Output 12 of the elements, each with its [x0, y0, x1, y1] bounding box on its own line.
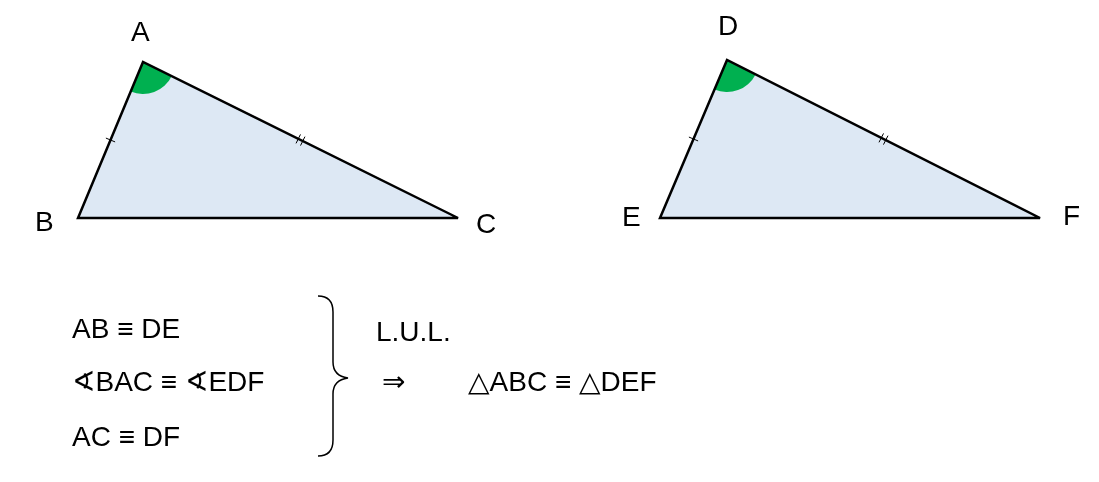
criterion-label: L.U.L.: [376, 318, 451, 346]
vertex-label: C: [476, 210, 497, 238]
congruence-statement: ∢BAC ≡ ∢EDF: [72, 368, 265, 396]
conclusion-statement: △ABC ≡ △DEF: [468, 368, 657, 396]
vertex-label: A: [131, 18, 150, 46]
congruence-statement: AB ≡ DE: [72, 315, 181, 343]
vertex-label: D: [718, 12, 739, 40]
implies-symbol: ⇒: [382, 368, 406, 396]
vertex-label: F: [1063, 202, 1081, 230]
congruence-statement: AC ≡ DF: [72, 423, 181, 451]
vertex-label: B: [35, 208, 54, 236]
vertex-label: E: [622, 203, 641, 231]
